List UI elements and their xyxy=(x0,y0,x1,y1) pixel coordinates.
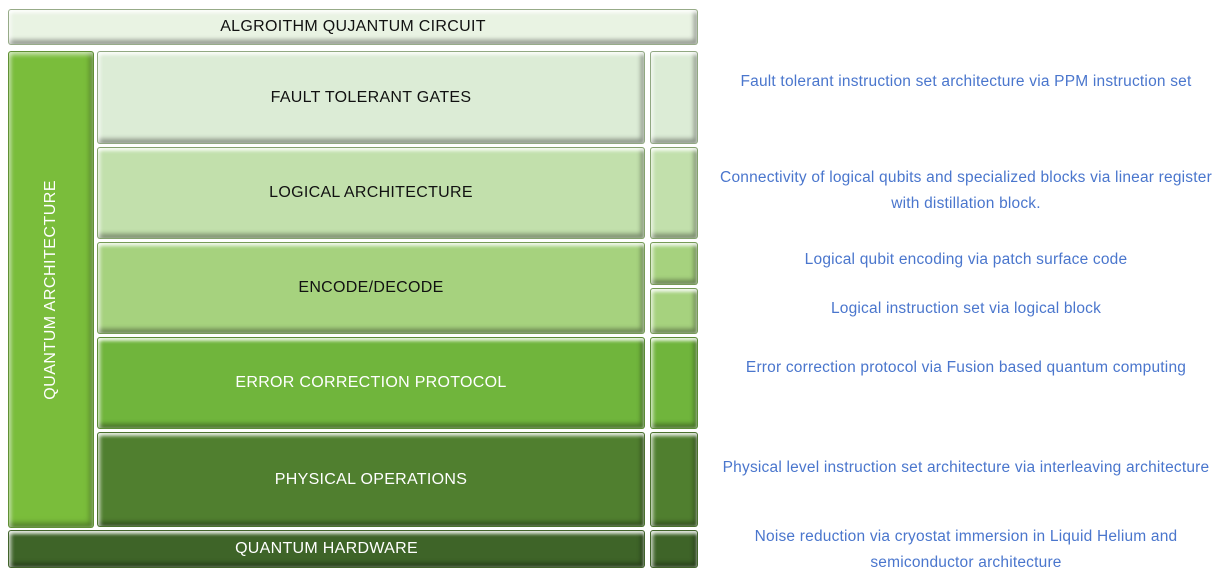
annotation-quantum-hardware: Noise reduction via cryostat immersion i… xyxy=(754,528,1178,571)
layer-physical-operations-label: PHYSICAL OPERATIONS xyxy=(274,470,468,488)
annotation-physical-operations: Physical level instruction set architect… xyxy=(722,459,1210,476)
quantum-hardware-label: QUANTUM HARDWARE xyxy=(235,540,418,557)
side-block-quantum-hardware xyxy=(650,530,698,568)
layer-logical-architecture: LOGICAL ARCHITECTURE xyxy=(97,147,645,239)
layer-encode-decode: ENCODE/DECODE xyxy=(97,242,645,334)
quantum-architecture-label: QUANTUM ARCHITECTURE xyxy=(42,179,59,400)
side-block-physical-operations xyxy=(650,432,698,527)
annotation-error-correction: Error correction protocol via Fusion bas… xyxy=(745,359,1187,376)
side-block-logical-architecture xyxy=(650,147,698,239)
layer-fault-tolerant-gates-label: FAULT TOLERANT GATES xyxy=(270,88,472,106)
annotation-encode: Logical qubit encoding via patch surface… xyxy=(804,251,1128,268)
layer-error-correction-protocol-label: ERROR CORRECTION PROTOCOL xyxy=(235,374,507,391)
layer-fault-tolerant-gates: FAULT TOLERANT GATES xyxy=(97,51,645,144)
layer-error-correction-protocol: ERROR CORRECTION PROTOCOL xyxy=(97,337,645,429)
side-block-encode xyxy=(650,242,698,285)
annotation-logical-architecture: Connectivity of logical qubits and speci… xyxy=(720,169,1212,212)
algorithm-quantum-circuit-label: ALGROITHM QUJANTUM CIRCUIT xyxy=(220,18,486,35)
side-block-fault-tolerant-gates xyxy=(650,51,698,144)
layer-physical-operations: PHYSICAL OPERATIONS xyxy=(97,432,645,527)
layer-encode-decode-label: ENCODE/DECODE xyxy=(298,279,444,296)
annotation-decode: Logical instruction set via logical bloc… xyxy=(830,300,1102,317)
algorithm-quantum-circuit-block: ALGROITHM QUJANTUM CIRCUIT xyxy=(8,9,698,45)
side-block-error-correction xyxy=(650,337,698,429)
layer-logical-architecture-label: LOGICAL ARCHITECTURE xyxy=(269,184,473,201)
side-block-decode xyxy=(650,288,698,334)
quantum-hardware-block: QUANTUM HARDWARE xyxy=(8,530,645,568)
annotation-fault-tolerant: Fault tolerant instruction set architect… xyxy=(740,73,1192,90)
quantum-architecture-block: QUANTUM ARCHITECTURE xyxy=(8,51,94,528)
